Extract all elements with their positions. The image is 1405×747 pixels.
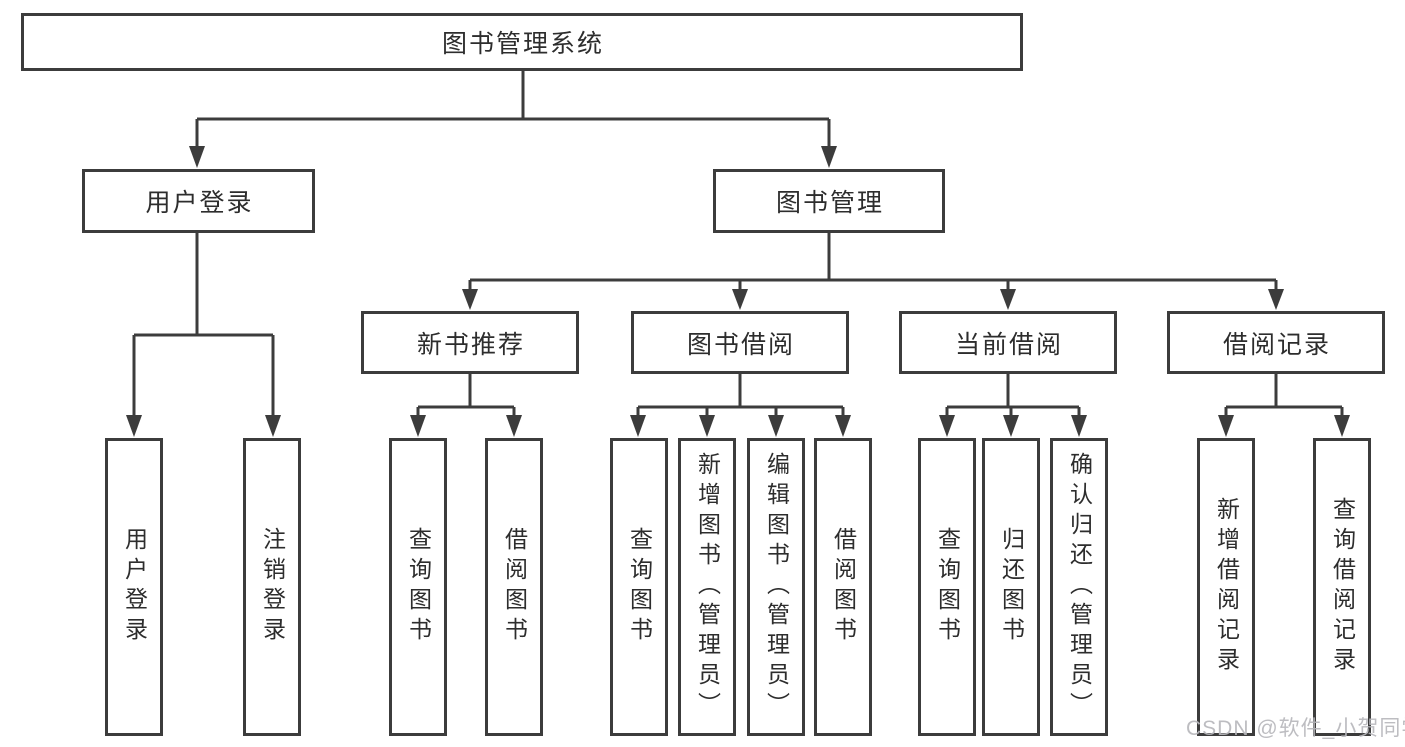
arrowhead-icon: [189, 146, 205, 168]
leaf-add-books-admin: 新增图书（管理员）: [678, 438, 736, 736]
arrowhead-icon: [506, 415, 522, 437]
leaf-borrow-books-recommend: 借阅图书: [485, 438, 543, 736]
connector-root-to-level2: [189, 71, 837, 168]
node-book-management: 图书管理: [713, 169, 945, 233]
leaf-confirm-return-admin: 确认归还（管理员）: [1050, 438, 1108, 736]
arrowhead-icon: [1218, 415, 1234, 437]
node-book-borrowing: 图书借阅: [631, 311, 849, 374]
node-label: 新增借阅记录: [1213, 497, 1240, 677]
node-label: 当前借阅: [954, 330, 1063, 359]
node-current-borrowing: 当前借阅: [899, 311, 1117, 374]
arrowhead-icon: [265, 415, 281, 437]
arrowhead-icon: [462, 289, 478, 310]
arrowhead-icon: [1003, 415, 1019, 437]
node-label: 查询图书: [626, 527, 653, 647]
arrowhead-icon: [835, 415, 851, 437]
leaf-add-borrow-record: 新增借阅记录: [1197, 438, 1255, 736]
arrowhead-icon: [630, 415, 646, 437]
arrowhead-icon: [410, 415, 426, 437]
leaf-query-books-current: 查询图书: [918, 438, 976, 736]
leaf-borrow-books: 借阅图书: [814, 438, 872, 736]
node-label: 新书推荐: [416, 330, 525, 359]
node-user-login: 用户登录: [82, 169, 315, 233]
node-label: 注销登录: [259, 527, 286, 647]
arrowhead-icon: [768, 415, 784, 437]
node-label: 新增图书（管理员）: [694, 452, 721, 722]
connector-borrowing-children: [630, 374, 851, 437]
connector-book-mgmt-to-level3: [462, 233, 1284, 310]
leaf-return-books: 归还图书: [982, 438, 1040, 736]
leaf-query-borrow-record: 查询借阅记录: [1313, 438, 1371, 736]
arrowhead-icon: [1334, 415, 1350, 437]
arrowhead-icon: [821, 146, 837, 168]
node-borrow-records: 借阅记录: [1167, 311, 1385, 374]
leaf-logout: 注销登录: [243, 438, 301, 736]
arrowhead-icon: [699, 415, 715, 437]
node-label: 借阅记录: [1222, 330, 1331, 359]
arrowhead-icon: [1000, 289, 1016, 310]
node-label: 查询图书: [934, 527, 961, 647]
node-label: 用户登录: [145, 189, 254, 217]
node-root-system: 图书管理系统: [21, 13, 1023, 71]
node-label: 查询图书: [405, 527, 432, 647]
leaf-user-login: 用户登录: [105, 438, 163, 736]
connector-current-borrow-children: [939, 374, 1087, 437]
leaf-edit-books-admin: 编辑图书（管理员）: [747, 438, 805, 736]
connector-user-login-children: [126, 233, 281, 437]
node-new-book-recommend: 新书推荐: [361, 311, 579, 374]
arrowhead-icon: [1071, 415, 1087, 437]
connector-borrow-records-children: [1218, 374, 1350, 437]
node-label: 查询借阅记录: [1329, 497, 1356, 677]
leaf-query-books-borrowing: 查询图书: [610, 438, 668, 736]
node-label: 图书管理: [775, 189, 884, 217]
node-label: 归还图书: [998, 527, 1025, 647]
node-label: 借阅图书: [501, 527, 528, 647]
node-label: 编辑图书（管理员）: [763, 452, 790, 722]
node-label: 用户登录: [121, 527, 148, 647]
node-label: 确认归还（管理员）: [1066, 452, 1093, 722]
connector-new-books-children: [410, 374, 522, 437]
csdn-watermark: CSDN @软件_小贺同学: [1186, 717, 1405, 740]
leaf-query-books-recommend: 查询图书: [389, 438, 447, 736]
node-label: 图书管理系统: [441, 30, 604, 58]
arrowhead-icon: [732, 289, 748, 310]
node-label: 借阅图书: [830, 527, 857, 647]
node-label: 图书借阅: [686, 330, 795, 359]
arrowhead-icon: [1268, 289, 1284, 310]
arrowhead-icon: [126, 415, 142, 437]
arrowhead-icon: [939, 415, 955, 437]
